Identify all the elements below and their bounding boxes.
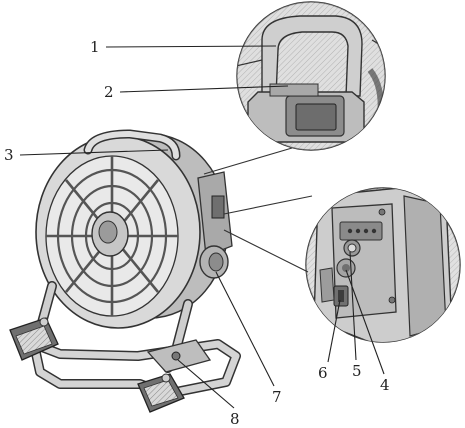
detail-handle: [236, 1, 386, 151]
leader-6: [327, 299, 341, 363]
leader-lines: [19, 45, 385, 409]
leader-8: [177, 359, 235, 409]
callout-5: 5: [352, 362, 362, 380]
leader-5: [349, 251, 357, 361]
callout-labels: 1 2 3 4 5 6 7 8: [4, 38, 390, 428]
callout-3: 3: [4, 146, 14, 164]
fan-body: [35, 129, 233, 329]
callout-4: 4: [380, 376, 390, 394]
detail-connectors: [203, 147, 313, 273]
leader-7: [215, 271, 275, 387]
leader-1: [105, 45, 277, 48]
fan-stand: [9, 281, 241, 413]
callout-1: 1: [90, 38, 100, 56]
callout-8: 8: [230, 410, 240, 428]
callout-2: 2: [104, 83, 114, 101]
leader-2: [119, 85, 289, 93]
callout-7: 7: [272, 388, 282, 406]
leader-3: [19, 149, 169, 156]
detail-control-panel: [305, 187, 461, 343]
callout-6: 6: [318, 364, 328, 382]
